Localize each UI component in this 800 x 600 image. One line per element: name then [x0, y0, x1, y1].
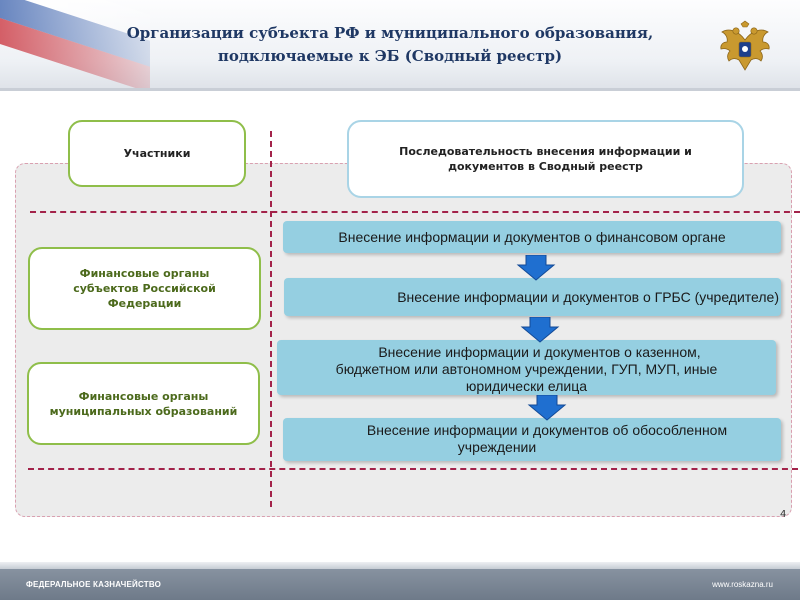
step-grbs: Внесение информации и документов о ГРБС …	[284, 278, 781, 316]
slide-footer: ФЕДЕРАЛЬНОЕ КАЗНАЧЕЙСТВО www.roskazna.ru	[0, 569, 800, 600]
regional-finance-bodies-label: Финансовые органы субъектов Российской Ф…	[73, 266, 216, 311]
sequence-header-label: Последовательность внесения информации и…	[399, 144, 692, 174]
slide-title: Организации субъекта РФ и муниципального…	[120, 22, 660, 68]
double-headed-eagle-emblem-icon	[720, 20, 770, 71]
step-institution: Внесение информации и документов о казен…	[277, 340, 776, 395]
down-arrow-icon	[520, 317, 560, 343]
sequence-header-line1: Последовательность внесения информации и	[399, 145, 692, 158]
footer-organization: ФЕДЕРАЛЬНОЕ КАЗНАЧЕЙСТВО	[26, 580, 162, 589]
footer-website-link[interactable]: www.roskazna.ru	[712, 580, 773, 589]
participants-label: Участники	[123, 147, 191, 160]
footer-band	[0, 562, 800, 569]
step-financial-body: Внесение информации и документов о финан…	[283, 221, 781, 253]
regional-line1: Финансовые органы	[79, 267, 210, 280]
vertical-divider	[270, 131, 272, 507]
slide-title-line2: подключаемые к ЭБ (Сводный реестр)	[217, 47, 563, 65]
down-arrow-icon	[516, 255, 556, 281]
step-institution-line3: юридически елица	[465, 378, 588, 394]
step-financial-body-label: Внесение информации и документов о финан…	[338, 228, 726, 245]
top-horizontal-divider	[30, 211, 800, 213]
municipal-line1: Финансовые органы	[78, 389, 209, 403]
slide-header: Организации субъекта РФ и муниципального…	[0, 0, 800, 88]
regional-line3: Федерации	[107, 297, 182, 310]
sequence-header-line2: документов в Сводный реестр	[448, 160, 643, 173]
participants-header-box: Участники	[68, 120, 246, 187]
page-number: 4	[780, 509, 787, 520]
bottom-horizontal-divider	[28, 468, 798, 470]
step-separate-unit-line1: Внесение информации и документов об обос…	[366, 422, 728, 438]
step-institution-line2: бюджетном или автономном учреждении, ГУП…	[335, 361, 718, 377]
municipal-finance-bodies-box: Финансовые органы муниципальных образова…	[27, 362, 260, 445]
slide-title-line1: Организации субъекта РФ и муниципального…	[126, 24, 654, 42]
municipal-finance-bodies-label: Финансовые органы муниципальных образова…	[50, 389, 238, 419]
down-arrow-icon	[527, 395, 567, 421]
step-separate-unit-line2: учреждении	[457, 439, 537, 455]
step-institution-line1: Внесение информации и документов о казен…	[378, 344, 701, 360]
step-grbs-label: Внесение информации и документов о ГРБС …	[397, 288, 779, 305]
regional-line2: субъектов Российской	[73, 282, 216, 295]
sequence-header-box: Последовательность внесения информации и…	[347, 120, 744, 198]
header-divider	[0, 88, 800, 91]
step-separate-unit: Внесение информации и документов об обос…	[283, 418, 781, 461]
regional-finance-bodies-box: Финансовые органы субъектов Российской Ф…	[28, 247, 261, 330]
municipal-line2: муниципальных образований	[49, 404, 238, 418]
